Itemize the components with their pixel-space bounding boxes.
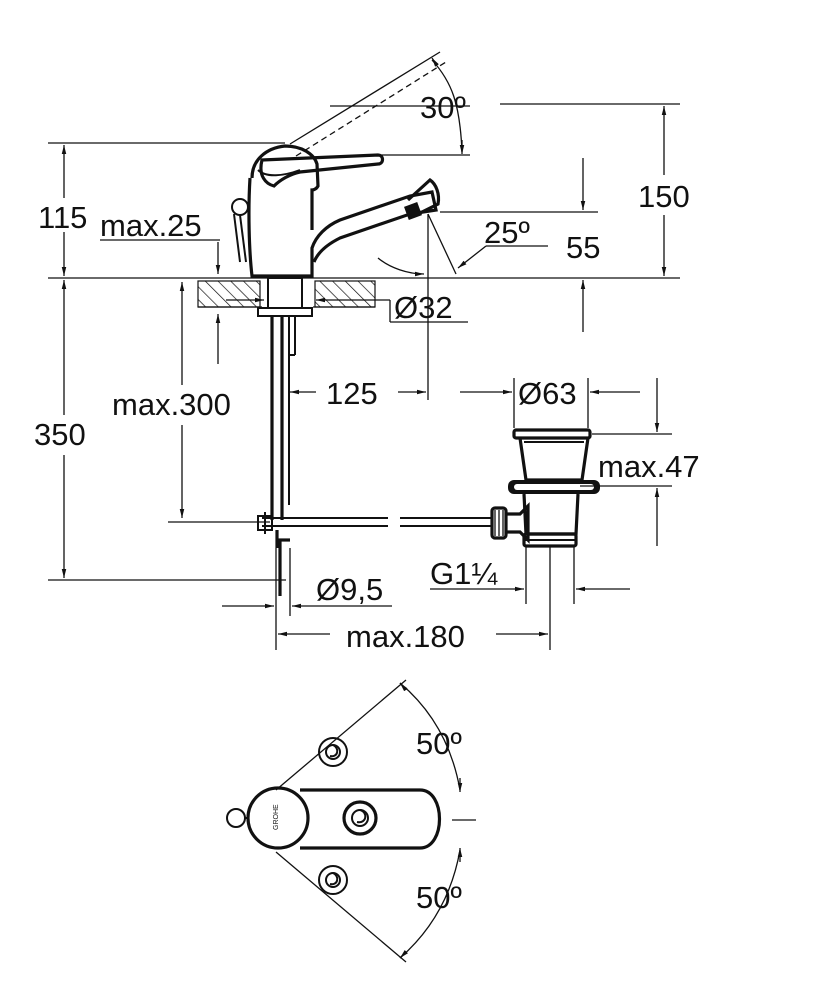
top-view: 50º 50º GROHE [226,679,476,963]
label-115: 115 [38,200,87,235]
dim-125: 125 [290,376,426,411]
label-150: 150 [638,179,690,214]
brand-logo: GROHE [273,804,280,830]
label-125: 125 [326,376,378,411]
label-50-lower: 50º [416,880,462,915]
upper-swing-line [275,679,407,791]
label-d63: Ø63 [518,376,577,411]
label-d95: Ø9,5 [316,572,383,607]
label-50-upper: 50º [416,726,462,761]
dim-d32: Ø32 [226,290,468,325]
dim-max47: max.47 [580,378,700,546]
deck-section [197,280,376,308]
dim-d63: Ø63 [460,376,640,428]
dim-115: 115 [38,145,87,276]
dim-25: 25º [377,213,548,400]
handle-position-upper [318,737,348,767]
label-max25: max.25 [100,208,202,243]
dim-350: 350 [34,280,86,578]
upper-angle-arc [399,682,461,791]
label-30: 30º [420,90,466,125]
dim-150: 150 [638,106,690,276]
dim-g114: G1¼ [430,546,630,604]
label-350: 350 [34,417,86,452]
label-d32: Ø32 [394,290,453,325]
faucet-body [231,144,441,596]
lower-angle-arc [399,849,461,959]
side-view: 115 350 max.25 max.300 [34,51,700,654]
dim-max300: max.300 [112,282,270,523]
waste-assembly [257,428,600,548]
label-max47: max.47 [598,449,700,484]
label-25: 25º [484,215,530,250]
dim-30: 30º [289,51,470,157]
dim-d95: Ø9,5 [222,548,392,650]
dim-55: 55 [440,158,600,332]
label-max300: max.300 [112,387,231,422]
handle-position-lower [318,865,348,895]
label-55: 55 [566,230,600,265]
lower-swing-line [275,851,407,963]
label-g114: G1¼ [430,556,498,591]
faucet-top: GROHE [226,786,441,850]
dim-max25: max.25 [100,208,221,364]
dim-max180: max.180 [278,546,551,654]
label-max180: max.180 [346,619,465,654]
